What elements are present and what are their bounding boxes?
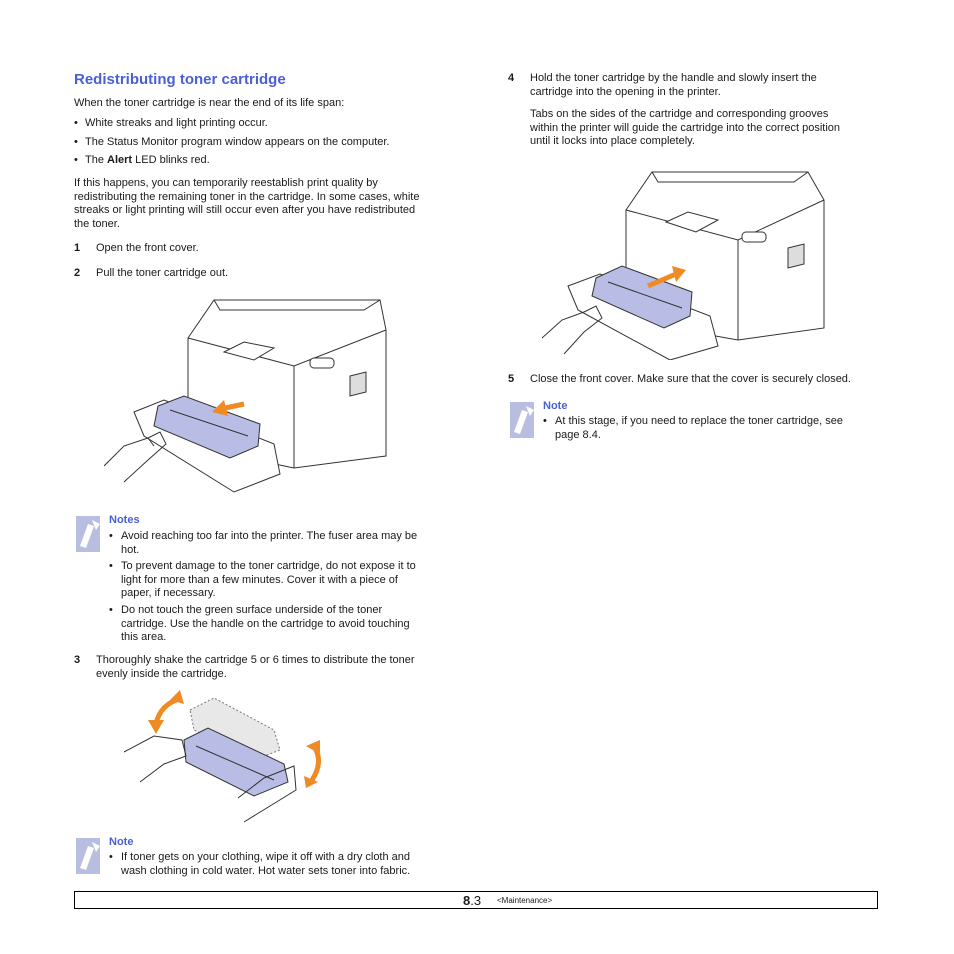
text-line: Hold the toner cartridge by the handle a…	[530, 72, 817, 84]
note-text: Avoid reaching too far into the printer.…	[121, 530, 417, 557]
list-item-text: The Alert LED blinks red.	[85, 154, 210, 168]
page-footer: 8.3 <Maintenance>	[74, 891, 878, 909]
notes-title: Notes	[109, 514, 140, 526]
text-line: wash clothing in cold water. Hot water s…	[121, 864, 411, 877]
text-line: If this happens, you can temporarily ree…	[74, 177, 378, 189]
step-text: Pull the toner cartridge out.	[96, 267, 229, 279]
bullet-glyph: •	[109, 851, 113, 863]
text-line: within the printer will guide the cartri…	[530, 121, 840, 134]
text-line: paper, if necessary.	[121, 587, 216, 600]
shake-cartridge-illustration	[124, 690, 321, 823]
printer-insert-cartridge-illustration	[542, 171, 825, 360]
list-item-text: White streaks and light printing occur.	[85, 117, 268, 129]
text-line: streaks or light printing will still occ…	[74, 204, 416, 217]
text-line: cartridge into the opening in the printe…	[530, 85, 721, 98]
note-icon	[76, 516, 100, 552]
bullet-glyph: •	[109, 530, 113, 542]
step-text: Hold the toner cartridge by the handle a…	[530, 72, 817, 99]
explanation-paragraph: If this happens, you can temporarily ree…	[74, 177, 419, 231]
bullet-glyph: •	[74, 136, 78, 148]
alert-led-label: Alert	[107, 154, 133, 166]
step-number: 5	[508, 373, 515, 385]
note-icon	[510, 402, 534, 438]
text-line: page 8.4.	[555, 428, 601, 441]
note-icon	[76, 838, 100, 874]
section-heading: Redistributing toner cartridge	[74, 71, 286, 88]
text-line: Do not touch the green surface underside…	[121, 604, 383, 616]
text-line: If toner gets on your clothing, wipe it …	[121, 851, 411, 863]
bullet-glyph: •	[74, 154, 78, 166]
text-line: hot.	[121, 543, 140, 556]
text-line: Thoroughly shake the cartridge 5 or 6 ti…	[96, 654, 415, 666]
text-line: Avoid reaching too far into the printer.…	[121, 530, 418, 542]
note-title: Note	[543, 400, 568, 412]
bullet-glyph: •	[74, 117, 78, 129]
text-line: light for more than a few minutes. Cover…	[121, 573, 398, 586]
text-line: At this stage, if you need to replace th…	[555, 415, 844, 427]
note-text: Do not touch the green surface underside…	[121, 604, 410, 645]
bullet-glyph: •	[109, 560, 113, 572]
text-run: The	[85, 154, 108, 166]
page-number: 8.3	[463, 893, 481, 908]
list-item-text: The Status Monitor program window appear…	[85, 136, 390, 148]
bullet-glyph: •	[543, 415, 547, 427]
note-text: If toner gets on your clothing, wipe it …	[121, 851, 410, 878]
text-line: redistributing the remaining toner in th…	[74, 190, 420, 203]
bullet-glyph: •	[109, 604, 113, 616]
text-line: until it locks into place completely.	[530, 135, 695, 148]
step-4-detail: Tabs on the sides of the cartridge and c…	[530, 108, 840, 149]
intro-text: When the toner cartridge is near the end…	[74, 97, 345, 109]
text-line: this area.	[121, 631, 167, 644]
step-number: 4	[508, 72, 515, 84]
page-subnumber: .3	[470, 893, 482, 908]
text-line: the toner.	[74, 217, 120, 230]
text-line: To prevent damage to the toner cartridge…	[121, 560, 416, 572]
printer-remove-cartridge-illustration	[104, 299, 387, 493]
chapter-number: 8	[463, 893, 471, 908]
note-text: At this stage, if you need to replace th…	[555, 415, 843, 442]
section-label: <Maintenance>	[497, 896, 553, 905]
step-text: Close the front cover. Make sure that th…	[530, 373, 851, 385]
text-line: cartridge. Use the handle on the cartrid…	[121, 617, 410, 630]
text-line: Tabs on the sides of the cartridge and c…	[530, 108, 829, 120]
step-text: Open the front cover.	[96, 242, 199, 254]
note-text: To prevent damage to the toner cartridge…	[121, 560, 416, 601]
note-title: Note	[109, 836, 134, 848]
step-number: 2	[74, 267, 81, 279]
step-number: 1	[74, 242, 81, 254]
text-run: LED blinks red.	[132, 154, 210, 166]
text-line: evenly inside the cartridge.	[96, 667, 227, 680]
step-text: Thoroughly shake the cartridge 5 or 6 ti…	[96, 654, 415, 681]
step-number: 3	[74, 654, 81, 666]
